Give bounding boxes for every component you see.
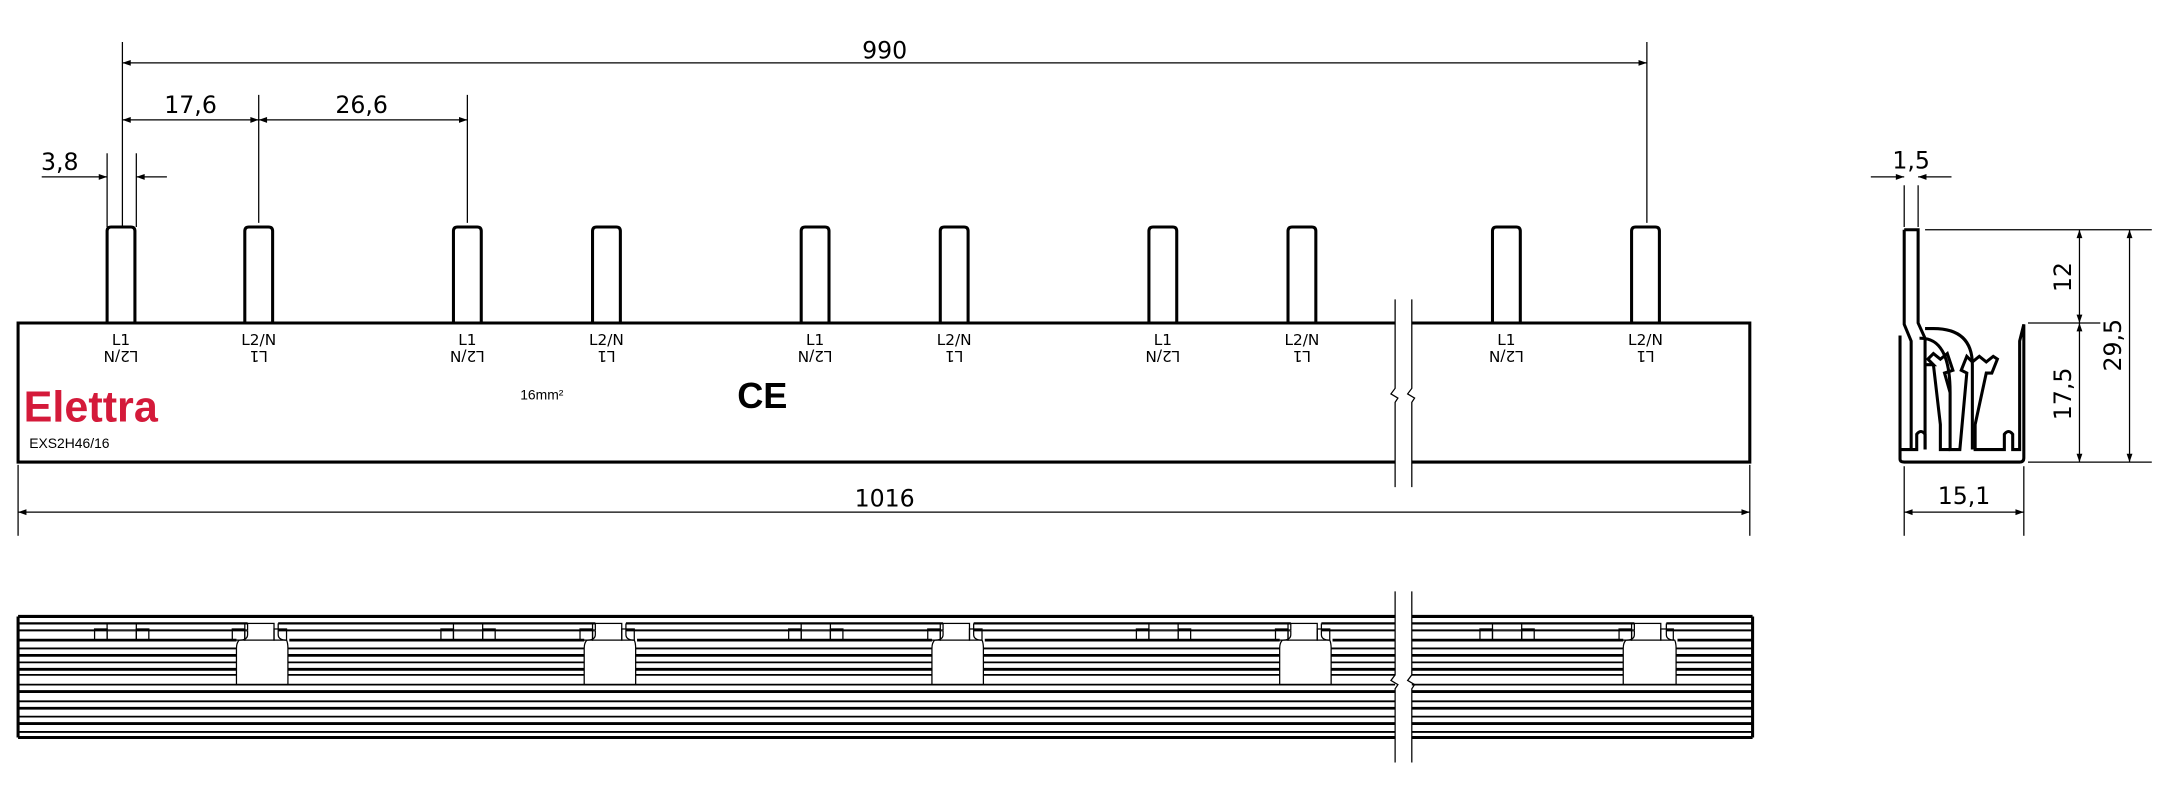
pin-label-bottom: L1	[1293, 347, 1311, 365]
pin-labels: L1L2/NL2/NL1L1L2/NL2/NL1L1L2/NL2/NL1L1L2…	[104, 331, 1663, 365]
pin-window	[1491, 622, 1523, 641]
pin-window	[244, 622, 275, 641]
dimension-15-1: 15,1	[1903, 466, 2025, 536]
pin	[1630, 225, 1661, 323]
pin-label-bottom: L2/N	[1145, 347, 1180, 365]
pin-label-bottom: L1	[945, 347, 963, 365]
svg-text:3,8: 3,8	[41, 148, 79, 176]
pin-window	[1148, 622, 1179, 641]
pin-label-bottom: L2/N	[1489, 347, 1524, 365]
pins-group	[105, 225, 1661, 323]
pin-label-top: L2/N	[1284, 331, 1319, 349]
bottom-view	[16, 591, 1755, 763]
pin-window	[1287, 622, 1318, 641]
pin-label-top: L2/N	[937, 331, 972, 349]
break-line	[1406, 591, 1416, 763]
ce-mark: CE	[737, 375, 787, 416]
pin-label-top: L2/N	[241, 331, 276, 349]
svg-text:17,5: 17,5	[2049, 368, 2077, 421]
pin-label-bottom: L1	[597, 347, 615, 365]
pin	[1147, 225, 1179, 323]
svg-text:17,6: 17,6	[164, 91, 217, 119]
pin	[451, 225, 483, 323]
pin-label-bottom: L1	[1636, 347, 1654, 365]
pin-label-top: L1	[1154, 331, 1172, 349]
pin-label-top: L2/N	[1628, 331, 1663, 349]
dimension-12-17-5-29-5: 12 17,5 29,5	[1925, 229, 2152, 463]
svg-text:26,6: 26,6	[335, 91, 388, 119]
busbar-body	[16, 321, 1752, 464]
dimension-990: 990	[121, 37, 1648, 228]
cross-section-label: 16mm²	[520, 386, 564, 402]
front-view: L1L2/NL2/NL1L1L2/NL2/NL1L1L2/NL2/NL1L1L2…	[16, 37, 1752, 536]
pin-label-top: L1	[1497, 331, 1515, 349]
svg-text:29,5: 29,5	[2099, 319, 2127, 372]
pin-window	[1630, 622, 1662, 641]
side-profile	[1898, 228, 2026, 464]
pin-label-top: L1	[806, 331, 824, 349]
break-line	[1390, 591, 1399, 763]
pin-window	[106, 622, 137, 641]
svg-text:12: 12	[2049, 262, 2077, 292]
svg-text:1016: 1016	[855, 485, 915, 513]
pin	[591, 225, 622, 323]
pin	[799, 225, 831, 323]
product-code: EXS2H46/16	[29, 435, 110, 451]
pin	[243, 225, 275, 323]
pin	[105, 225, 137, 323]
notch	[931, 623, 985, 685]
brand-logo: Elettra	[24, 384, 159, 432]
svg-text:990: 990	[862, 37, 907, 65]
pin-window	[939, 622, 971, 641]
pin	[1286, 225, 1318, 323]
notch	[1279, 623, 1332, 685]
dimension-1-5: 1,5	[1870, 147, 1952, 228]
pin-label-top: L1	[112, 331, 130, 349]
svg-text:1,5: 1,5	[1892, 147, 1930, 175]
notch	[583, 623, 637, 685]
pin-window	[591, 622, 623, 641]
svg-text:15,1: 15,1	[1938, 482, 1991, 510]
pin-window	[452, 622, 484, 641]
pin	[938, 225, 970, 323]
dimension-1016: 1016	[17, 464, 1751, 536]
dimension-3-8: 3,8	[41, 148, 167, 228]
pin	[1490, 225, 1522, 323]
dimension-26-6: 26,6	[258, 91, 468, 223]
pin-label-bottom: L2/N	[450, 347, 485, 365]
pin-label-bottom: L1	[250, 347, 268, 365]
side-view: 1,5 12 17,5 29,5 15,1	[1870, 147, 2152, 536]
break-lines	[1390, 299, 1416, 488]
pin-label-top: L1	[458, 331, 476, 349]
pin-label-bottom: L2/N	[798, 347, 833, 365]
pin-label-bottom: L2/N	[104, 347, 139, 365]
pin-window	[800, 622, 832, 641]
pin-label-top: L2/N	[589, 331, 624, 349]
dimension-17-6: 17,6	[122, 91, 260, 223]
